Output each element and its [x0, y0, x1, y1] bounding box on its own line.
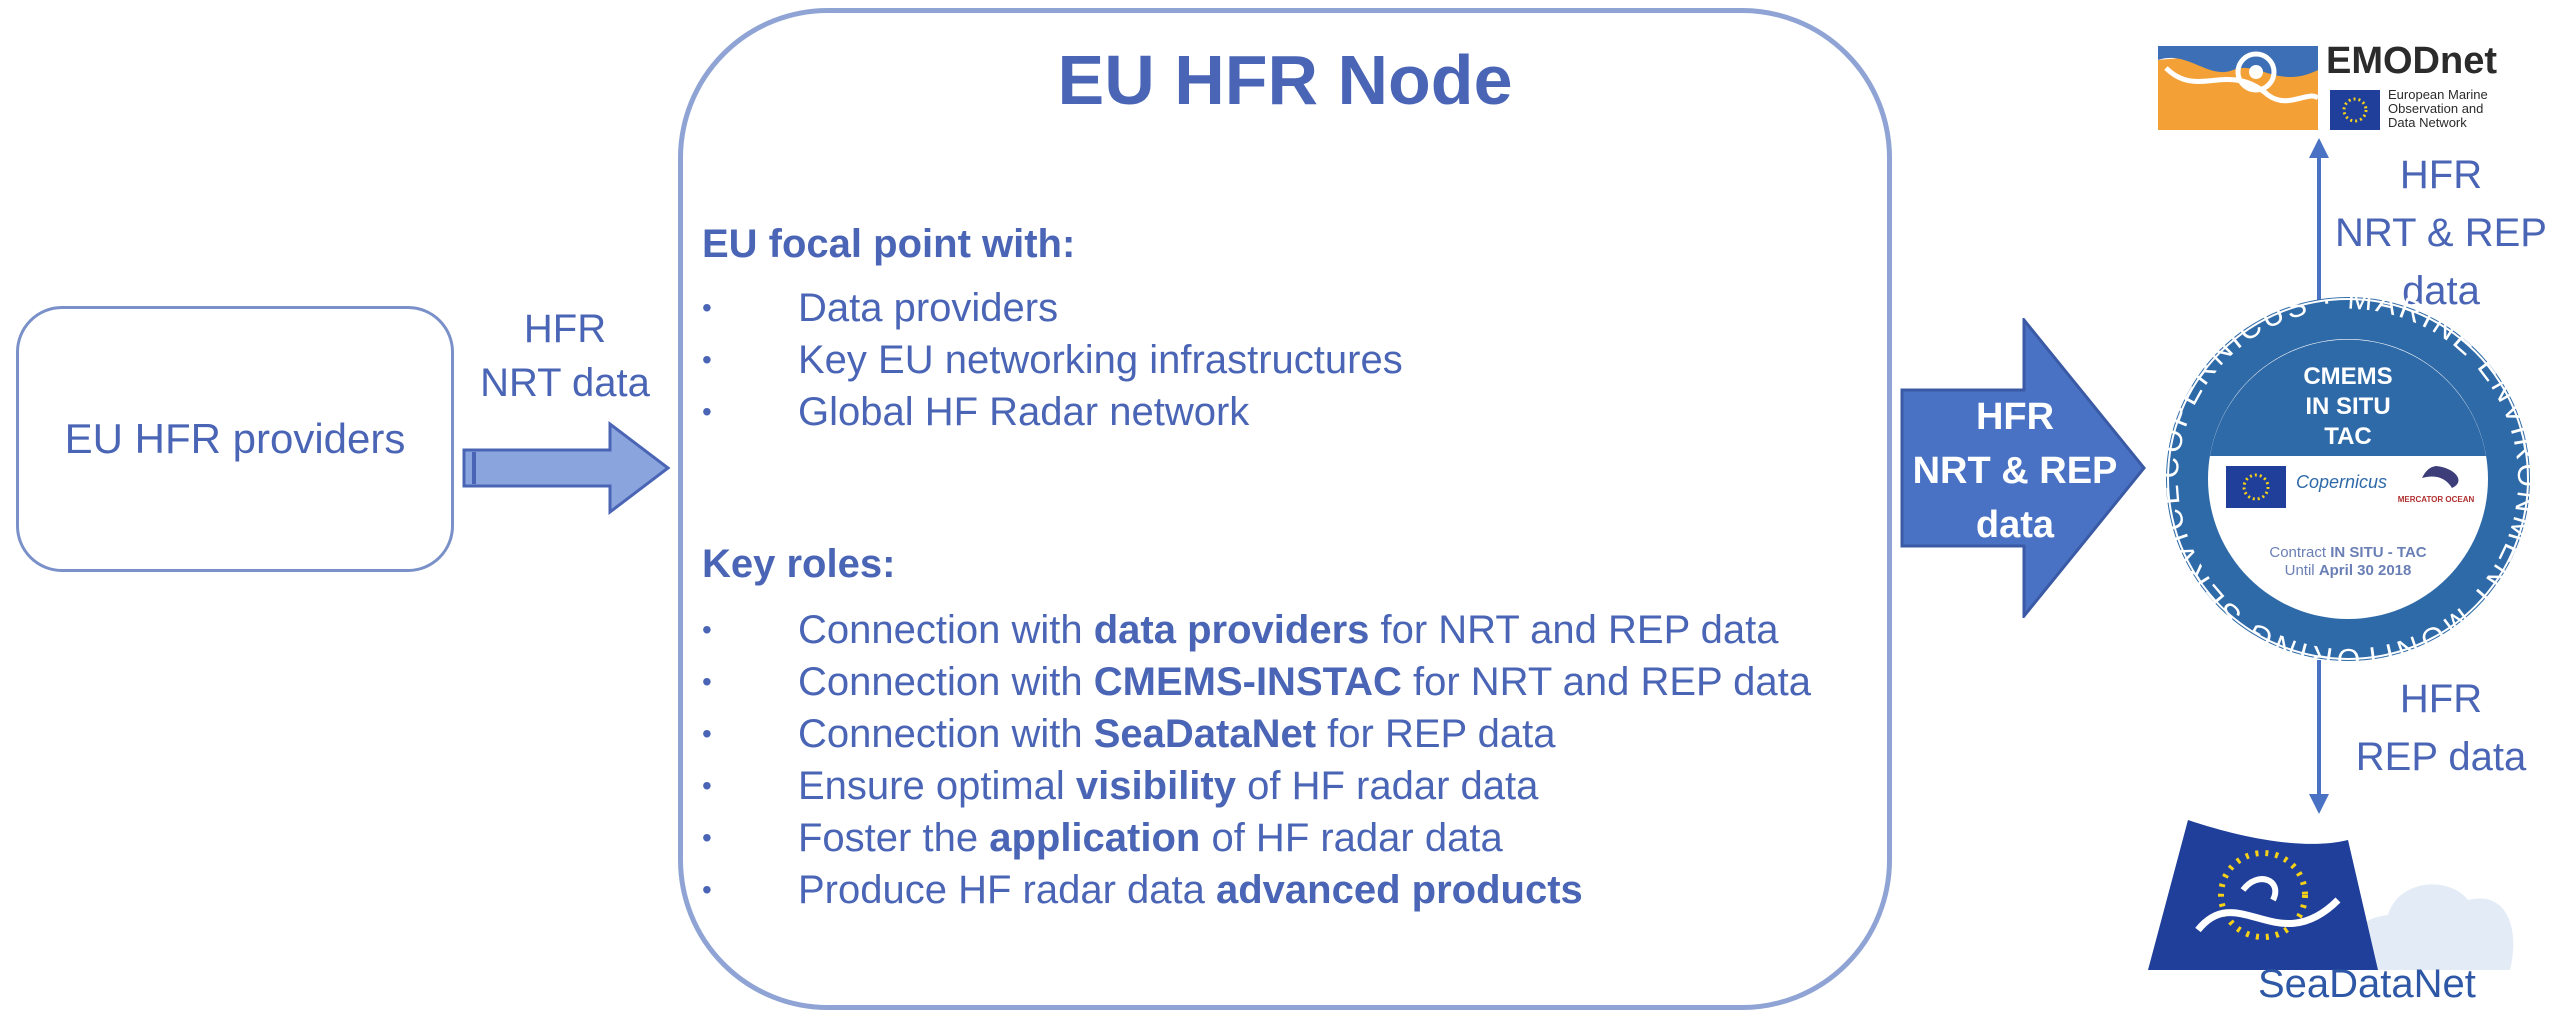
role-emphasis: advanced products: [1216, 868, 1583, 912]
role-emphasis: data providers: [1093, 608, 1370, 652]
role-segment: Connection with: [798, 608, 1094, 652]
mercator-icon: [2422, 466, 2459, 488]
role-emphasis: application: [989, 816, 1201, 860]
down-arrow-label-line2: REP data: [2355, 735, 2527, 779]
down-arrow-label-line1: HFR: [2399, 677, 2483, 721]
until-prefix: Until: [2284, 562, 2319, 579]
focal-item-text: Key EU networking infrastructures: [798, 338, 1403, 382]
cmems-center-line: CMEMS: [2303, 363, 2393, 390]
role-item: • Ensure optimal visibility of HF radar d…: [702, 760, 1882, 812]
role-segment: Ensure optimal: [798, 764, 1076, 808]
mercator-text: MERCATOR OCEAN: [2397, 495, 2475, 504]
roles-header: Key roles:: [702, 542, 896, 586]
role-item: • Connection with SeaDataNet for REP data: [702, 708, 1882, 760]
eu-hfr-node-box: [678, 8, 1892, 1010]
focal-item: •Global HF Radar network: [702, 386, 1802, 438]
emodnet-subtitle: European Marine Observation and Data Net…: [2388, 88, 2488, 130]
cmems-to-emodnet-arrow: [2309, 138, 2329, 314]
eu-flag-icon: [2330, 90, 2380, 130]
role-segment: Produce HF radar data: [798, 868, 1216, 912]
role-emphasis: SeaDataNet: [1093, 712, 1317, 756]
emodnet-sub-line: Data Network: [2388, 115, 2467, 130]
seadatanet-name: SeaDataNet: [2258, 962, 2476, 1006]
contract-bold: IN SITU - TAC: [2330, 544, 2427, 561]
cmems-to-seadatanet-arrow: [2309, 660, 2329, 814]
focal-item-text: Global HF Radar network: [798, 390, 1250, 434]
role-item: • Connection with CMEMS-INSTAC for NRT an…: [702, 656, 1882, 708]
role-item: • Connection with data providers for NRT …: [702, 604, 1882, 656]
role-segment: Foster the: [798, 816, 990, 860]
cmems-badge-graphic: COPERNICUS · MARINE ENVIRONMENT MONITORI…: [2132, 270, 2542, 675]
seadatanet-graphic: [2148, 820, 2514, 970]
role-segment: of HF radar data: [1235, 764, 1539, 808]
node-title: EU HFR Node: [1057, 41, 1513, 119]
providers-label: EU HFR providers: [64, 415, 406, 462]
role-segment: Connection with: [798, 660, 1094, 704]
left-arrow-label-line1: HFR: [523, 307, 607, 351]
providers-to-node-arrow: [462, 420, 671, 516]
focal-item: •Data providers: [702, 282, 1802, 334]
up-arrow-label: HFR NRT & REP data: [2330, 146, 2552, 320]
seadatanet-logo: SeaDataNet: [2148, 820, 2520, 1012]
role-segment: for REP data: [1316, 712, 1556, 756]
big-arrow-label-line3: data: [1975, 504, 2055, 546]
roles-list: • Connection with data providers for NRT …: [702, 604, 1882, 916]
down-arrow-label: HFR REP data: [2330, 670, 2552, 786]
role-text: Connection with SeaDataNet for REP data: [798, 708, 1555, 760]
up-arrow-label-line1: HFR: [2399, 153, 2483, 197]
role-segment: of HF radar data: [1200, 816, 1503, 860]
emodnet-sub-line: Observation and: [2388, 101, 2484, 116]
focal-list: •Data providers •Key EU networking infra…: [702, 282, 1802, 438]
big-arrow-label-line1: HFR: [1975, 396, 2055, 438]
role-text: Produce HF radar data advanced products: [798, 864, 1583, 916]
cmems-badge: COPERNICUS · MARINE ENVIRONMENT MONITORI…: [2132, 270, 2552, 675]
cmems-center-label: CMEMS IN SITU TAC: [2268, 362, 2428, 452]
bullet: •: [702, 822, 712, 853]
focal-item: •Key EU networking infrastructures: [702, 334, 1802, 386]
role-item: • Foster the application of HF radar data: [702, 812, 1882, 864]
left-arrow-label-line2: NRT data: [480, 361, 650, 405]
cmems-center-line: TAC: [2324, 423, 2372, 450]
emodnet-wave-icon: [2158, 46, 2318, 130]
until-bold: April 30 2018: [2318, 562, 2412, 579]
big-arrow-label-line2: NRT & REP: [1912, 450, 2118, 492]
up-arrow-label-line3: data: [2402, 269, 2480, 313]
bullet: •: [702, 614, 712, 645]
role-emphasis: visibility: [1075, 764, 1236, 808]
mercator-logo: MERCATOR OCEAN: [2396, 464, 2476, 510]
eu-flag-icon: [2226, 466, 2286, 508]
node-to-cmems-arrow: [1900, 318, 2146, 618]
left-arrow-label: HFR NRT data: [470, 302, 660, 410]
role-segment: for NRT and REP data: [1369, 608, 1779, 652]
cmems-contract: Contract IN SITU - TAC Until April 30 20…: [2238, 544, 2458, 580]
role-emphasis: CMEMS-INSTAC: [1093, 660, 1402, 704]
emodnet-logo: EMODnet European Marine Observation and …: [2158, 40, 2552, 140]
role-text: Connection with data providers for NRT a…: [798, 604, 1779, 656]
focal-header: EU focal point with:: [702, 222, 1076, 266]
contract-prefix: Contract: [2269, 544, 2331, 561]
focal-item-text: Data providers: [798, 286, 1059, 330]
bullet: •: [702, 666, 712, 697]
bullet: •: [702, 874, 712, 905]
role-text: Foster the application of HF radar data: [798, 812, 1503, 864]
emodnet-sub-line: European Marine: [2388, 87, 2488, 102]
role-segment: Connection with: [798, 712, 1094, 756]
role-item: • Produce HF radar data advanced products: [702, 864, 1882, 916]
providers-box: EU HFR providers: [16, 306, 454, 572]
role-text: Connection with CMEMS-INSTAC for NRT and…: [798, 656, 1811, 708]
bullet: •: [702, 718, 712, 749]
big-arrow-label: HFR NRT & REP data: [1900, 390, 2130, 552]
emodnet-name: EMODnet: [2326, 40, 2497, 82]
role-segment: for NRT and REP data: [1401, 660, 1811, 704]
bullet: •: [702, 770, 712, 801]
role-text: Ensure optimal visibility of HF radar da…: [798, 760, 1538, 812]
up-arrow-label-line2: NRT & REP: [2335, 211, 2547, 255]
copernicus-logo: Copernicus: [2296, 472, 2388, 492]
cmems-center-line: IN SITU: [2305, 393, 2391, 420]
